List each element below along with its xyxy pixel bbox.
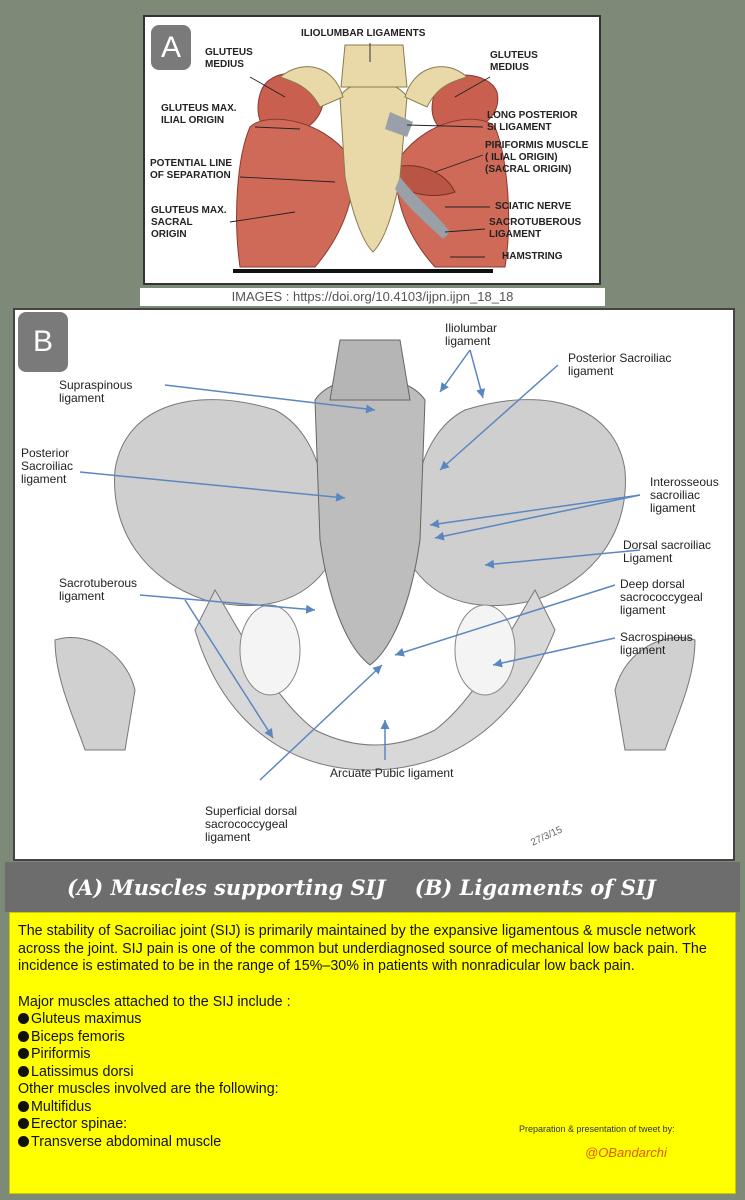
baseline-bar [233, 269, 493, 273]
label-gluteus-medius-left: GLUTEUS MEDIUS [205, 47, 253, 70]
obturator-foramen-right [454, 604, 516, 696]
bullet-icon [18, 1048, 29, 1059]
label-posterior-sacroiliac-ligament-left: Posterior Sacroiliac ligament [21, 446, 74, 486]
label-supraspinous-ligament: Supraspinous ligament [59, 378, 133, 405]
bullet-icon [18, 1135, 29, 1147]
long-posterior-si-ligament [385, 112, 413, 137]
label-iliolumbar-ligament: Iliolumbar ligament [445, 321, 498, 348]
label-deep-dorsal-sacrococcygeal-ligament: Deep dorsal sacrococcygeal ligament [620, 577, 703, 617]
femur-right-bone [614, 636, 696, 751]
label-potential-line-of-separation: POTENTIAL LINE OF SEPARATION [150, 158, 233, 181]
author-handle-link[interactable]: @OBandarchi [585, 1145, 667, 1160]
list-item: Latissimus dorsi [18, 1064, 727, 1082]
ilium-left-bone [114, 399, 328, 607]
label-long-posterior-si-ligament: LONG POSTERIOR SI LIGAMENT [487, 110, 578, 133]
bullet-icon [18, 1030, 29, 1042]
image-source-doi: IMAGES : https://doi.org/10.4103/ijpn.ij… [140, 288, 605, 306]
label-sacrotuberous-ligament-a: SACROTUBEROUS LIGAMENT [489, 217, 582, 240]
ilium-right-bone [412, 399, 626, 607]
label-sciatic-nerve: SCIATIC NERVE [495, 201, 572, 212]
sacrotuberous-ligament [395, 177, 450, 239]
label-gluteus-medius-right: GLUTEUS MEDIUS [490, 50, 538, 73]
label-superficial-dorsal-sacrococcygeal-ligament: Superficial dorsal sacrococcygeal ligame… [205, 804, 298, 844]
lumbar-spine-bone [329, 339, 411, 401]
list-item: Piriformis [18, 1046, 727, 1064]
credit-line: Preparation & presentation of tweet by: [519, 1124, 675, 1134]
panel-a-badge: A [151, 25, 191, 70]
label-iliolumbar-ligaments: ILIOLUMBAR LIGAMENTS [301, 28, 426, 39]
bullet-icon [18, 1065, 29, 1077]
label-gluteus-max-sacral-origin: GLUTEUS MAX. SACRAL ORIGIN [151, 205, 227, 240]
list-item: Biceps femoris [18, 1029, 727, 1047]
label-sacrospinous-ligament: Sacrospinous ligament [620, 630, 693, 657]
description-text-box: The stability of Sacroiliac joint (SIJ) … [9, 912, 736, 1194]
bullet-icon [18, 1100, 29, 1112]
label-sacrotuberous-ligament-b: Sacrotuberous ligament [59, 576, 138, 603]
label-piriformis-muscle: PIRIFORMIS MUSCLE ( ILIAL ORIGIN) (SACRA… [485, 140, 589, 175]
sacrum-bone-b [314, 377, 426, 666]
iliac-crest-left-bone [278, 66, 344, 108]
bullet-icon [18, 1013, 29, 1024]
label-hamstring: HAMSTRING [502, 251, 563, 262]
obturator-foramen-left [239, 604, 301, 696]
label-posterior-sacroiliac-ligament-right: Posterior Sacroiliac ligament [568, 351, 672, 378]
label-dorsal-sacroiliac-ligament: Dorsal sacroiliac Ligament [623, 538, 712, 565]
intro-paragraph: The stability of Sacroiliac joint (SIJ) … [18, 923, 707, 974]
caption-bar: (A) Muscles supporting SIJ (B) Ligaments… [5, 862, 740, 912]
panel-b-badge: B [18, 312, 68, 372]
lumbar-vertebrae-bone [340, 44, 408, 88]
list-item: Erector spinae: [18, 1116, 727, 1134]
femur-left-bone [54, 636, 136, 751]
sacrum-bone [339, 81, 408, 253]
ischium-pubis-bone [194, 588, 556, 771]
major-muscles-heading: Major muscles attached to the SIJ includ… [18, 993, 291, 1010]
bullet-icon [18, 1118, 29, 1129]
gluteus-maximus-left-muscle [236, 118, 354, 268]
list-item: Multifidus [18, 1099, 727, 1117]
other-muscles-heading: Other muscles involved are the following… [18, 1081, 279, 1097]
figure-caption: (A) Muscles supporting SIJ (B) Ligaments… [67, 874, 656, 900]
pelvis-muscle-illustration [229, 43, 510, 273]
pelvis-ligament-drawing [54, 339, 696, 781]
list-item: Transverse abdominal muscle [18, 1134, 727, 1152]
iliac-crest-right-bone [404, 66, 468, 108]
label-arcuate-pubic-ligament: Arcuate Pubic ligament [330, 766, 454, 780]
pointer-arrows [79, 349, 641, 781]
leader-lines [229, 43, 491, 258]
panel-a-muscles-illustration: A ILIOLUMBAR LIGAMENTS GLUTEUS MEDIUS GL… [143, 15, 601, 285]
label-interosseous-sacroiliac-ligament: Interosseous sacroiliac ligament [650, 475, 719, 515]
panel-b-ligaments-illustration: B Iliolumbar ligament Posterior Sacroili… [13, 308, 735, 861]
label-gluteus-max-ilial-origin: GLUTEUS MAX. ILIAL ORIGIN [161, 103, 237, 126]
list-item: Gluteus maximus [18, 1011, 727, 1029]
